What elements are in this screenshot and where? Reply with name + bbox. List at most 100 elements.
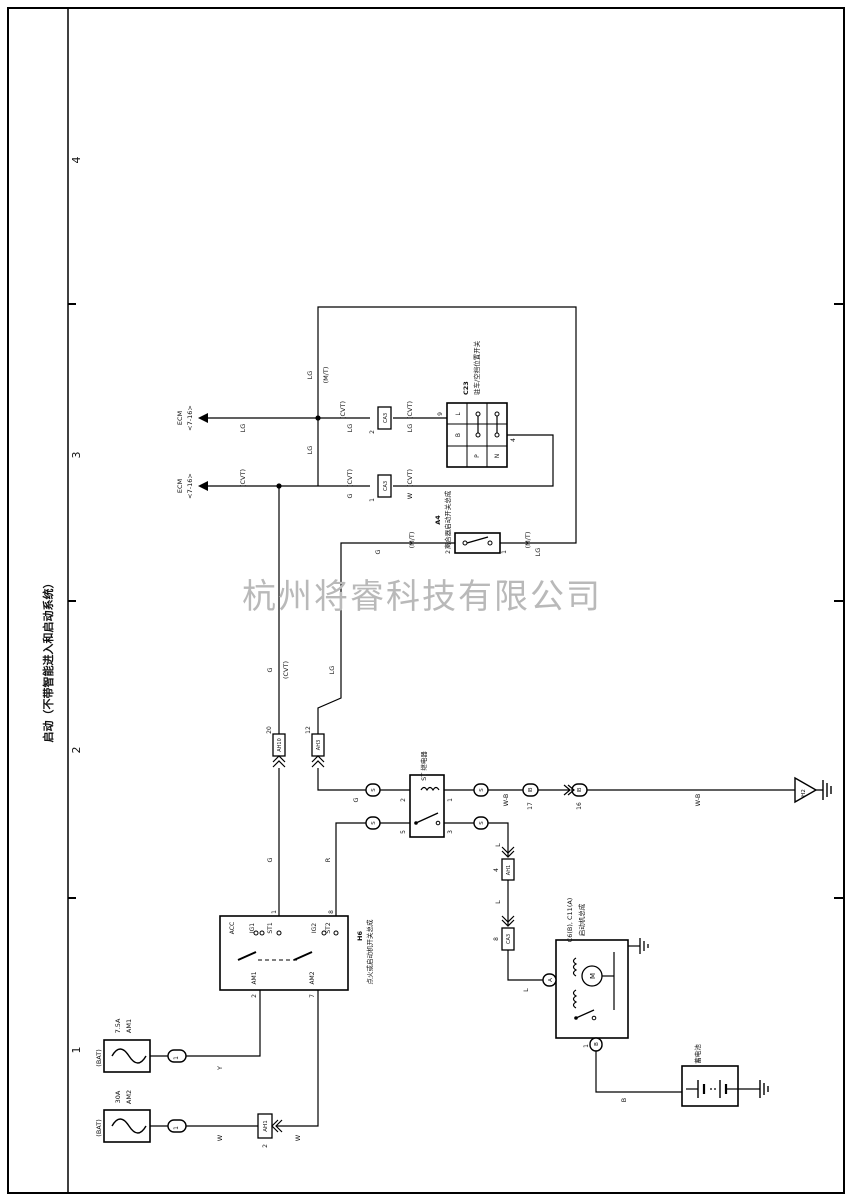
- wire-label-wb-1: W-B: [502, 794, 510, 807]
- watermark: 杭州将睿科技有限公司: [242, 577, 602, 617]
- park-switch-cell-n: N: [494, 454, 501, 459]
- connector-ah3-label: AH3: [316, 740, 322, 750]
- battery: [681, 1065, 769, 1107]
- column-number-3: 3: [70, 452, 83, 459]
- connector-ib-17: [522, 783, 539, 797]
- splice-dot-g: [276, 483, 282, 489]
- junction-b-label: B: [594, 1042, 600, 1046]
- starter-name: 启动机总成: [577, 903, 586, 936]
- connector-ib-17-label: IB: [528, 787, 534, 792]
- wire-note-cvt-2: (CVT): [406, 401, 414, 419]
- connector-ca3-a: [377, 406, 392, 430]
- connector-ah10: [272, 733, 286, 768]
- ignition-switch-name: 点火或启动机开关总成: [365, 919, 374, 985]
- wire-label-b: B: [620, 1098, 628, 1102]
- fuse-icon: [111, 1118, 147, 1134]
- ignition-pin-acc: ACC: [229, 922, 236, 934]
- relay-pin-5: 5: [400, 830, 407, 834]
- ecm-arrow-2: [198, 481, 208, 491]
- ground-h2: [794, 776, 832, 804]
- fuse-am2-name: AM2: [125, 1090, 133, 1104]
- fuse-am2-source: (BAT): [95, 1119, 103, 1136]
- connector-fuse-am2-out: [167, 1119, 187, 1133]
- fuse-icon: [111, 1048, 147, 1064]
- wire-label-y: Y: [216, 1066, 224, 1071]
- wire-label-g-ca3: G: [346, 493, 354, 498]
- clutch-switch-name: 离合器启动开关总成: [443, 490, 452, 549]
- connector-fuse-am1-out-pin: 1: [173, 1056, 180, 1060]
- connector-ah1-lower: [257, 1113, 283, 1139]
- battery-name: 蓄电池: [693, 1044, 702, 1064]
- fuse-am1-source: (BAT): [95, 1049, 103, 1066]
- connector-ah10-pin: 20: [266, 726, 273, 734]
- wire-note-mt-left: (M/T): [408, 532, 416, 549]
- park-neutral-switch: [446, 402, 508, 468]
- fuse-am1-name: AM1: [125, 1019, 133, 1033]
- wire-label-g-st1: G: [266, 857, 274, 862]
- wire-note-cvt-4: (CVT): [346, 469, 354, 487]
- frame: [7, 7, 845, 1194]
- junction-b-pin: 1: [583, 1044, 590, 1048]
- connector-ca3-b-label: CA3: [383, 481, 389, 491]
- park-switch-pin-9: 9: [437, 412, 444, 416]
- fuse-am1: [103, 1039, 151, 1073]
- starter-motor: [555, 938, 649, 1039]
- ignition-pin-num-st1: 1: [271, 910, 278, 914]
- junction-s-1: [365, 783, 381, 797]
- junction-b: [589, 1037, 603, 1052]
- ecm-2-name: ECM: [176, 479, 184, 493]
- park-switch-cell-p: P: [474, 454, 481, 458]
- clutch-switch-pin-1: 1: [501, 550, 508, 554]
- starter-motor-symbol: M: [589, 973, 597, 979]
- connector-ca3-b: [377, 474, 392, 498]
- ignition-pin-num-am1: 2: [251, 994, 258, 998]
- ignition-pin-ig1: IG1: [249, 923, 256, 933]
- ignition-pin-am1: AM1: [251, 971, 258, 984]
- wire-label-lg-ecm: LG: [239, 424, 247, 433]
- park-switch-cell-l: L: [455, 412, 462, 416]
- ignition-pin-ig2: IG2: [311, 923, 318, 933]
- connector-ca3-lower-pin: 8: [493, 937, 500, 941]
- wire-label-w-ah1: W: [294, 1134, 302, 1141]
- connector-ca3-lower-label: CA3: [506, 934, 512, 944]
- wire-label-r: R: [324, 857, 332, 862]
- st-relay: [409, 774, 445, 838]
- column-number-2: 2: [70, 747, 83, 754]
- clutch-switch: [454, 532, 501, 554]
- wire-note-cvt-vertical: (CVT): [282, 661, 290, 679]
- ecm-1-name: ECM: [176, 411, 184, 425]
- connector-ah1-mid-pin: 4: [493, 868, 500, 872]
- ecm-arrow-1: [198, 413, 208, 423]
- ecm-2-ref: <7-16>: [186, 473, 194, 499]
- ecm-1-ref: <7-16>: [186, 405, 194, 431]
- clutch-switch-code: A4: [434, 515, 442, 525]
- connector-ah1-lower-pin: 2: [262, 1144, 269, 1148]
- connector-ah10-label: AH10: [277, 738, 283, 752]
- connector-ca3-b-pin: 1: [369, 498, 376, 502]
- connector-ib-16: [563, 783, 588, 797]
- relay-name: ST 继电器: [419, 751, 428, 781]
- fuse-am2-amp: 30A: [114, 1090, 122, 1103]
- connector-ca3-a-label: CA3: [383, 413, 389, 423]
- wire-label-g-mt: G: [374, 549, 382, 554]
- connector-ca3-a-pin: 2: [369, 430, 376, 434]
- connector-ib-16-pin: 16: [576, 802, 583, 810]
- connector-ib-16-label: IB: [577, 787, 583, 792]
- ignition-pin-st2: ST2: [325, 922, 332, 933]
- wire-label-lg-ca3: LG: [346, 424, 354, 433]
- junction-s-3: [473, 783, 489, 797]
- relay-coil-icon: [420, 786, 440, 792]
- connector-ah3-pin: 12: [305, 726, 312, 734]
- connector-ib-17-pin: 17: [527, 802, 534, 810]
- diagram-title: 启动（不带智能进入和启动系统）: [41, 578, 55, 743]
- junction-a: [542, 973, 557, 987]
- column-number-1: 1: [70, 1047, 83, 1054]
- ignition-switch: [219, 915, 349, 991]
- wire-note-cvt-1: (CVT): [339, 401, 347, 419]
- ground-h2-code: H2: [801, 789, 807, 797]
- wire-note-cvt-5: (CVT): [406, 469, 414, 487]
- wire-note-mt-right: (M/T): [524, 532, 532, 549]
- wire-label-lg-top-vertical: LG: [306, 371, 314, 380]
- connector-ca3-lower: [501, 915, 515, 951]
